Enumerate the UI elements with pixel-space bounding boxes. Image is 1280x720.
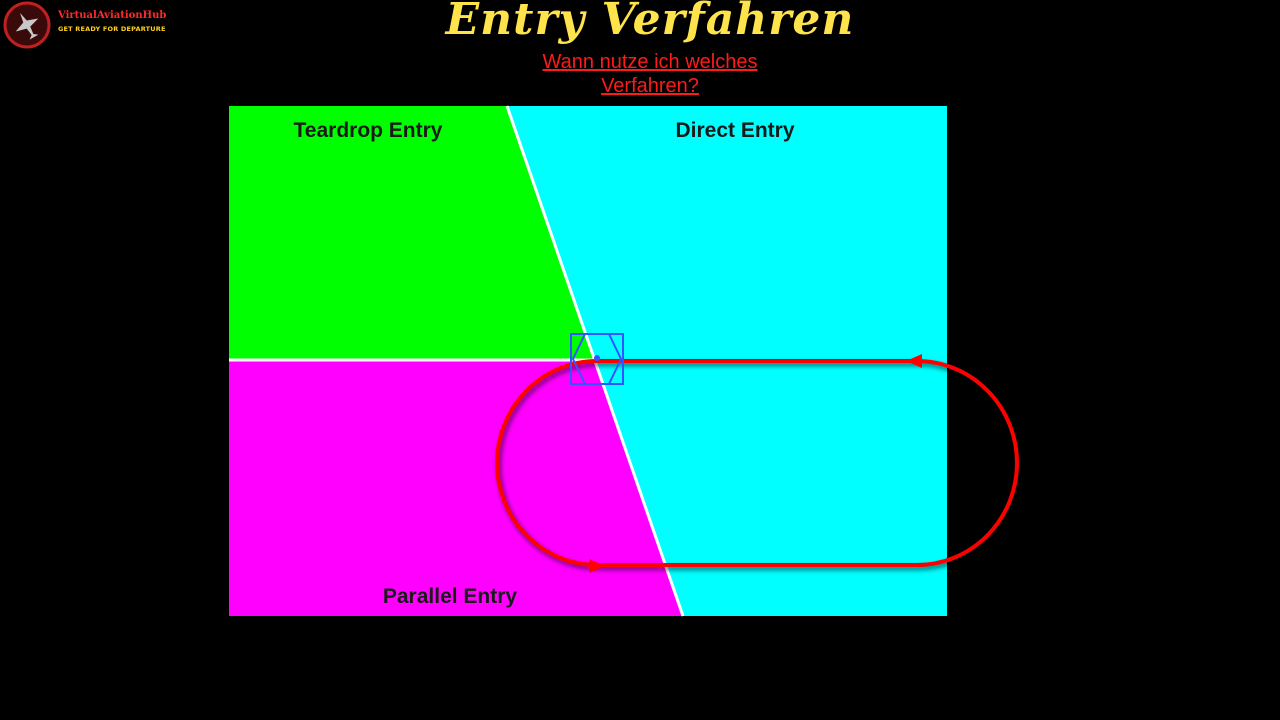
subtitle-line-2: Verfahren? <box>601 75 699 97</box>
logo-tagline: GET READY FOR DEPARTURE <box>58 25 166 33</box>
direct-entry-label: Direct Entry <box>675 119 794 142</box>
page-title: Entry Verfahren <box>445 0 855 45</box>
holding-track-arrow-outbound <box>589 559 605 573</box>
page-subtitle: Wann nutze ich welches Verfahren? <box>0 50 1280 98</box>
airplane-logo-icon <box>3 1 51 49</box>
logo-name: VirtualAviationHub <box>58 10 167 21</box>
teardrop-entry-label: Teardrop Entry <box>294 119 443 142</box>
holding-fix-icon <box>570 333 624 385</box>
teardrop-entry-sector <box>229 106 594 360</box>
parallel-entry-label: Parallel Entry <box>383 585 518 608</box>
subtitle-line-1: Wann nutze ich welches <box>542 51 758 73</box>
holding-track <box>495 359 1019 567</box>
logo: VirtualAviationHub GET READY FOR DEPARTU… <box>2 0 172 52</box>
holding-track-arrow-inbound <box>906 354 922 368</box>
parallel-entry-sector <box>229 360 683 616</box>
